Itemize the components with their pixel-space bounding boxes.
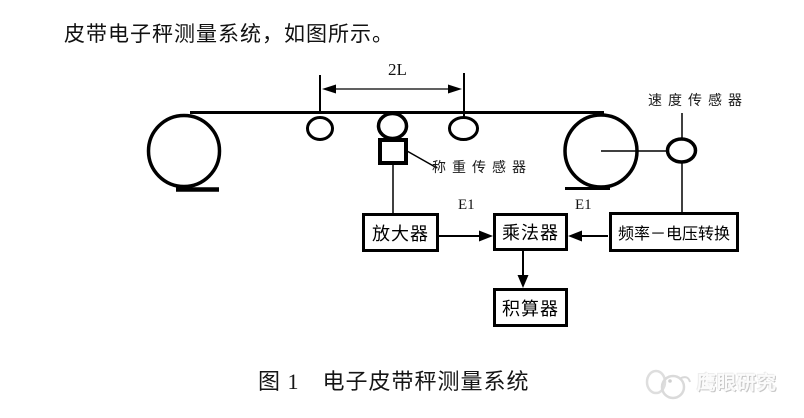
figure-caption: 图 1 电子皮带秤测量系统 [258,369,530,394]
watermark-text: 鹰眼研究 [697,373,778,394]
amplifier-block: 放大器 [362,213,439,252]
converter-to-multiplier-arrowhead [568,230,582,242]
intro-text: 皮带电子秤测量系统，如图所示。 [64,22,394,46]
idler-left-circle [306,116,334,141]
speed-sensor-label: 速度传感器 [648,94,748,109]
frequency-voltage-converter-block: 频率－电压转换 [609,212,739,252]
integrator-block: 积算器 [493,288,568,327]
load-cell-pointer-line [406,150,438,169]
speed-sensor-circle [665,137,698,164]
dimension-arrowhead-left [322,84,336,94]
dimension-arrowhead-right [448,84,462,94]
watermark-logo-icon [645,369,691,400]
idler-right-circle [448,116,479,141]
signal-e1-right-label: E1 [575,197,592,213]
left-drum-circle [146,113,222,189]
load-cell-square [378,138,408,165]
amplifier-to-multiplier-arrowhead [479,230,493,242]
multiplier-block: 乘法器 [493,213,568,251]
dimension-label-2l: 2L [388,60,407,79]
multiplier-to-integrator-arrowhead [517,275,529,288]
weight-sensor-label: 称重传感器 [432,161,532,176]
idler-middle-circle [376,111,409,141]
signal-e1-left-label: E1 [458,197,475,213]
